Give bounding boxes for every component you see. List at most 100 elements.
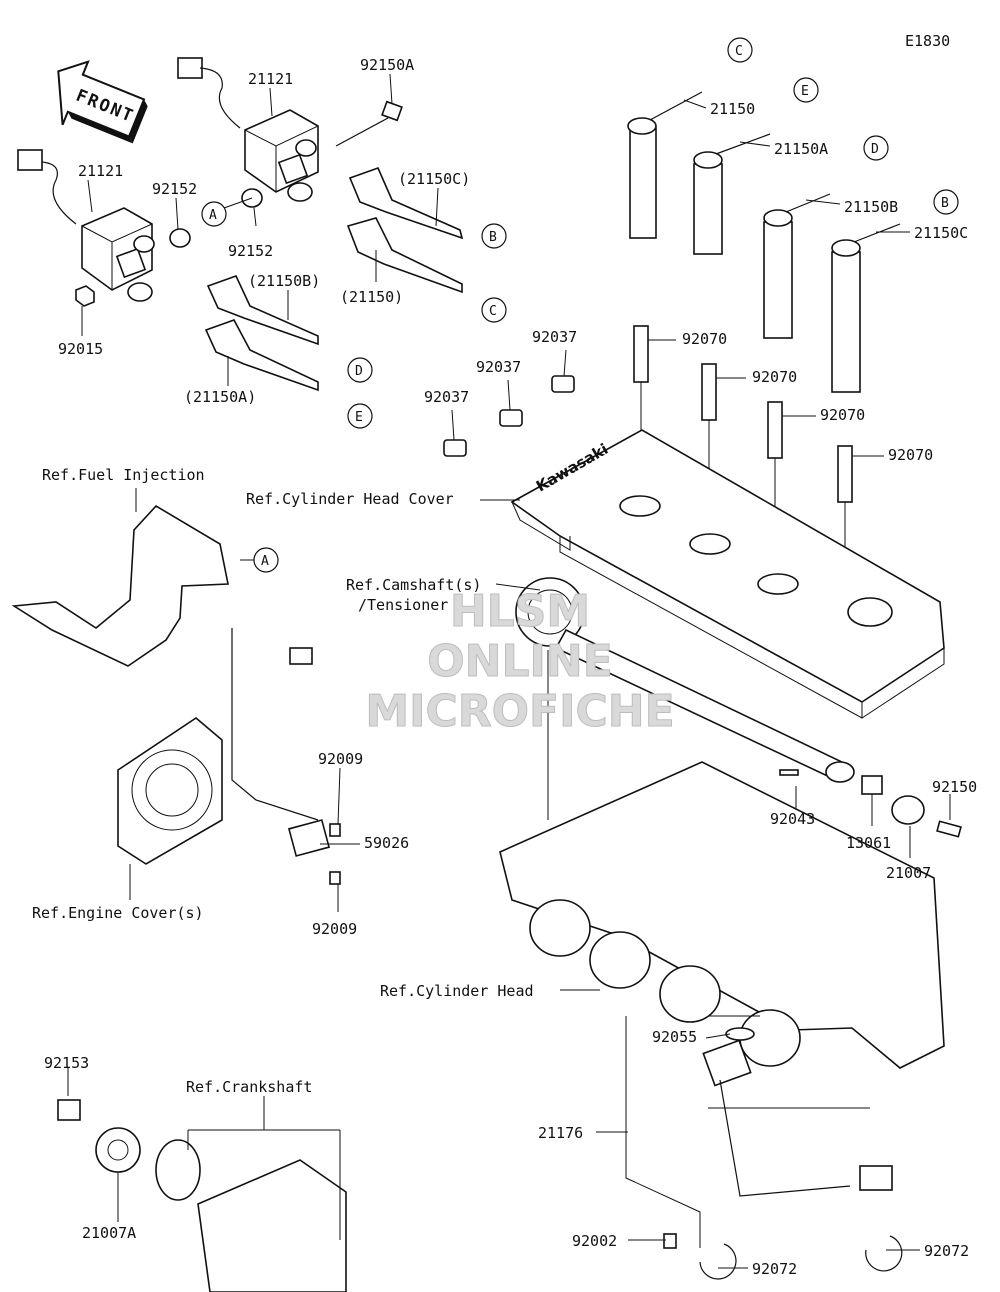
label-92070-d: 92070 <box>888 446 933 464</box>
plug-cap-short-21150A <box>204 319 319 392</box>
label-92070-a: 92070 <box>682 330 727 348</box>
diagram-code: E1830 <box>905 32 950 50</box>
label-92070-b: 92070 <box>752 368 797 386</box>
plug-cap-21150B <box>763 193 831 339</box>
label-ref-crankshaft: Ref.Crankshaft <box>186 1078 312 1096</box>
pickup-coil-59026 <box>231 628 331 857</box>
svg-text:B: B <box>489 230 497 245</box>
cap-13061 <box>861 775 883 795</box>
label-92015: 92015 <box>58 340 103 358</box>
nut-92015 <box>75 285 95 307</box>
label-92037-c: 92037 <box>424 388 469 406</box>
label-92055: 92055 <box>652 1028 697 1046</box>
label-92070-c: 92070 <box>820 406 865 424</box>
leader-lines <box>67 73 951 1269</box>
label-92072-a: 92072 <box>752 1260 797 1278</box>
plug-cap-short-21150C <box>348 166 464 240</box>
plug-cap-21150A <box>693 133 771 255</box>
front-arrow-icon: FRONT <box>57 60 148 144</box>
label-21176: 21176 <box>538 1124 583 1142</box>
watermark-line-1: HLSM <box>450 586 590 637</box>
label-92152-a: 92152 <box>152 180 197 198</box>
label-21150A: 21150A <box>774 140 828 158</box>
svg-text:E: E <box>801 84 809 99</box>
svg-text:E: E <box>355 410 363 425</box>
engine-cover <box>117 717 223 865</box>
label-21150B: 21150B <box>844 198 898 216</box>
label-ref-fuel-injection: Ref.Fuel Injection <box>42 466 205 484</box>
label-59026: 59026 <box>364 834 409 852</box>
plug-cap-short-21150B <box>206 275 319 346</box>
label-13061: 13061 <box>846 834 891 852</box>
ignition-coil-upper <box>177 57 319 202</box>
label-21121-left: 21121 <box>78 162 123 180</box>
watermark: HLSM ONLINE MICROFICHE <box>365 586 675 738</box>
cylinder-head <box>499 761 945 1069</box>
label-92150: 92150 <box>932 778 977 796</box>
callout-c-left: C <box>481 297 507 323</box>
label-21150-paren: (21150) <box>340 288 403 306</box>
bolt-92153 <box>57 1099 81 1121</box>
callout-e-left: E <box>347 403 373 429</box>
plug-21007 <box>891 795 925 825</box>
bolt-92150A <box>335 100 403 147</box>
svg-text:D: D <box>871 142 879 157</box>
label-ref-cylinder-head: Ref.Cylinder Head <box>380 982 534 1000</box>
part-labels: 92150A 21121 21121 92152 92152 92015 (21… <box>32 56 977 1278</box>
svg-text:A: A <box>209 208 217 223</box>
label-21150C-paren: (21150C) <box>398 170 470 188</box>
spark-plug-92070-1 <box>633 325 649 470</box>
callout-circles: A B C D E C E D B A <box>201 37 959 573</box>
svg-text:C: C <box>735 44 743 59</box>
label-ref-cylinder-head-cover: Ref.Cylinder Head Cover <box>246 490 454 508</box>
ignition-coil-lower <box>17 149 155 302</box>
callout-d-left: D <box>347 357 373 383</box>
svg-text:A: A <box>261 554 269 569</box>
label-92153: 92153 <box>44 1054 89 1072</box>
label-21007: 21007 <box>886 864 931 882</box>
label-21007A: 21007A <box>82 1224 136 1242</box>
label-ref-camshaft: Ref.Camshaft(s) <box>346 576 481 594</box>
camshaft <box>515 577 855 783</box>
callout-d-right: D <box>863 135 889 161</box>
watermark-line-3: MICROFICHE <box>365 686 674 737</box>
crank-sensor-21176 <box>663 1027 893 1249</box>
callout-a-upper: A <box>201 201 227 227</box>
callout-b-left: B <box>481 223 507 249</box>
svg-text:C: C <box>489 304 497 319</box>
plug-cap-21150 <box>627 91 703 239</box>
label-92152-b: 92152 <box>228 242 273 260</box>
label-92002: 92002 <box>572 1232 617 1250</box>
svg-text:D: D <box>355 364 363 379</box>
label-92037-b: 92037 <box>476 358 521 376</box>
fuel-injection-bracket <box>11 504 229 667</box>
plug-cap-21150C <box>831 223 901 393</box>
collar-92152 <box>169 188 263 248</box>
label-21150B-paren: (21150B) <box>248 272 320 290</box>
clamp-92072 <box>699 1235 903 1280</box>
label-92009-b: 92009 <box>312 920 357 938</box>
label-21121-top: 21121 <box>248 70 293 88</box>
svg-text:B: B <box>941 196 949 211</box>
callout-a-lower: A <box>253 547 279 573</box>
label-92043: 92043 <box>770 810 815 828</box>
callout-c-right: C <box>727 37 753 63</box>
label-92150A: 92150A <box>360 56 414 74</box>
label-21150A-paren: (21150A) <box>184 388 256 406</box>
pin-92043 <box>779 769 799 776</box>
label-ref-tensioner: /Tensioner <box>358 596 448 614</box>
plug-cap-short-21150 <box>346 217 463 294</box>
label-92072-b: 92072 <box>924 1242 969 1260</box>
label-ref-engine-covers: Ref.Engine Cover(s) <box>32 904 204 922</box>
bolt-92150 <box>936 820 962 838</box>
timing-rotor-21007A <box>95 1127 141 1173</box>
callout-e-right: E <box>793 77 819 103</box>
label-21150C: 21150C <box>914 224 968 242</box>
bolt-92009 <box>329 823 341 885</box>
callout-b-right: B <box>933 189 959 215</box>
clamp-92037 <box>443 375 575 457</box>
label-92037-a: 92037 <box>532 328 577 346</box>
label-21150: 21150 <box>710 100 755 118</box>
watermark-line-2: ONLINE <box>427 636 613 687</box>
